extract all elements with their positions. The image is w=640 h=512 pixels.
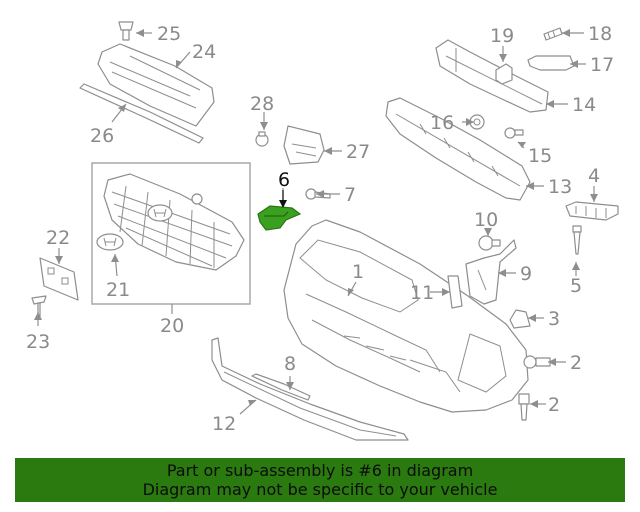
callout-12[interactable]: 12 [212, 413, 236, 435]
bracket-11 [447, 275, 463, 309]
bolt-10 [478, 235, 501, 251]
callout-23[interactable]: 23 [26, 331, 50, 353]
reflector-4 [565, 201, 619, 221]
bracket-27 [283, 125, 325, 165]
callout-21[interactable]: 21 [106, 279, 130, 301]
bumper-beam-14 [435, 39, 549, 113]
callout-19[interactable]: 19 [490, 25, 514, 47]
callout-25[interactable]: 25 [157, 23, 181, 45]
energy-absorber-13 [385, 97, 531, 201]
banner-line-disclaimer: Diagram may not be specific to your vehi… [142, 480, 498, 499]
clip-3 [509, 309, 531, 329]
callout-28[interactable]: 28 [250, 93, 274, 115]
callout-15[interactable]: 15 [528, 145, 552, 167]
screw-2-lower [518, 393, 530, 421]
callout-24[interactable]: 24 [192, 41, 216, 63]
callout-2-lower[interactable]: 2 [548, 394, 560, 416]
callout-26[interactable]: 26 [90, 125, 114, 147]
info-banner: Part or sub-assembly is #6 in diagram Di… [15, 458, 625, 502]
lower-spoiler-12 [211, 337, 409, 441]
bracket-17 [527, 55, 575, 71]
clip-19 [495, 63, 513, 85]
callout-7[interactable]: 7 [344, 184, 356, 206]
bracket-9 [465, 239, 517, 305]
banner-line-part: Part or sub-assembly is #6 in diagram [166, 461, 474, 480]
callout-18[interactable]: 18 [588, 23, 612, 45]
callout-17[interactable]: 17 [590, 54, 614, 76]
bumper-cover [283, 219, 529, 413]
grille-upper-cover [97, 43, 215, 127]
callout-27[interactable]: 27 [346, 141, 370, 163]
grille-moulding-strip [79, 83, 204, 144]
callout-14[interactable]: 14 [572, 94, 596, 116]
arrowhead-6 [279, 190, 287, 208]
callout-20[interactable]: 20 [160, 315, 184, 337]
push-clip-25 [118, 21, 134, 41]
callout-9[interactable]: 9 [520, 263, 532, 285]
nut-16 [469, 114, 485, 130]
bracket-6-highlighted[interactable] [257, 205, 302, 231]
bolt-18 [543, 27, 563, 41]
bolt-28 [255, 131, 269, 147]
callout-labels: 25 24 26 28 27 6 7 22 21 20 23 19 18 17 … [26, 23, 614, 435]
callout-16[interactable]: 16 [430, 112, 454, 134]
license-bracket-22 [39, 257, 79, 301]
callout-8[interactable]: 8 [284, 353, 296, 375]
grille-assembly-box [91, 162, 251, 305]
callout-10[interactable]: 10 [474, 209, 498, 231]
callout-5[interactable]: 5 [570, 275, 582, 297]
parts-diagram: 25 24 26 28 27 6 7 22 21 20 23 19 18 17 … [26, 21, 619, 441]
callout-3[interactable]: 3 [548, 308, 560, 330]
arrowheads [34, 29, 598, 408]
callout-1[interactable]: 1 [352, 261, 364, 283]
callout-13[interactable]: 13 [548, 176, 572, 198]
callout-11[interactable]: 11 [410, 282, 434, 304]
callout-6[interactable]: 6 [278, 169, 290, 191]
trim-strip-8 [251, 373, 311, 401]
callout-2-upper[interactable]: 2 [570, 352, 582, 374]
screw-2-upper [523, 355, 551, 369]
callout-4[interactable]: 4 [588, 165, 600, 187]
bolt-15 [504, 127, 524, 139]
screw-5 [572, 225, 582, 255]
radiator-grille [103, 173, 245, 271]
callout-22[interactable]: 22 [46, 227, 70, 249]
emblem-21 [96, 233, 124, 251]
